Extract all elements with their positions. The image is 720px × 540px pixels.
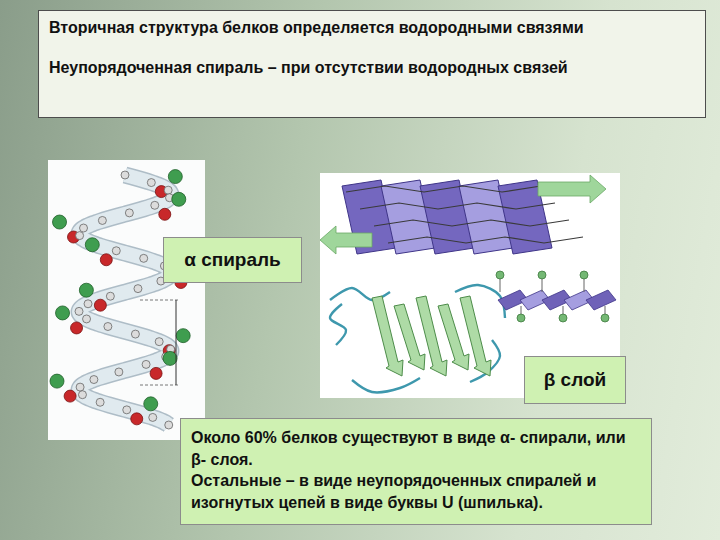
oxygen-atom <box>64 390 76 402</box>
title-text: Вторичная структура белков определяется … <box>49 17 695 39</box>
side-chain-atom <box>172 192 186 206</box>
backbone-atom <box>90 376 98 384</box>
backbone-atom <box>84 300 92 308</box>
backbone-atom <box>134 285 142 293</box>
callout-label: α спираль <box>184 247 281 273</box>
oxygen-atom <box>100 254 112 266</box>
backbone-atom <box>147 179 155 187</box>
side-chain-atom <box>50 374 64 388</box>
callout-label: β слой <box>544 367 607 393</box>
beta-strand-side-view <box>496 271 616 322</box>
side-chain-atom <box>580 271 588 279</box>
backbone-atom <box>149 413 157 421</box>
side-chain-atom <box>79 283 93 297</box>
side-chain-atom <box>85 238 99 252</box>
beta-sheet-model <box>320 175 606 254</box>
dimension-bracket <box>140 300 180 385</box>
header-box: Вторичная структура белков определяется … <box>38 10 706 118</box>
backbone-atom <box>104 323 112 331</box>
side-chain-atom <box>176 329 190 343</box>
side-chain-atom <box>53 215 67 229</box>
backbone-atom <box>76 383 84 391</box>
side-chain-atom <box>496 271 504 279</box>
dimension-line <box>140 300 180 301</box>
backbone-atom <box>115 368 123 376</box>
backbone-atom <box>142 360 150 368</box>
loop-ribbon <box>352 378 420 392</box>
oxygen-atom <box>159 208 171 220</box>
oxygen-atom <box>94 299 106 311</box>
side-chain-atom <box>517 314 525 322</box>
backbone-chain <box>360 203 555 209</box>
label-box: α спираль <box>163 237 302 283</box>
text-box: Около 60% белков существуют в виде α- сп… <box>180 418 652 525</box>
body-text: Около 60% белков существуют в виде α- сп… <box>191 427 641 470</box>
side-chain-atom <box>601 314 609 322</box>
backbone-atom <box>78 391 86 399</box>
backbone-atom <box>164 186 172 194</box>
backbone-atom <box>125 209 133 217</box>
dimension-line <box>176 300 177 385</box>
note-text: Неупорядоченная спираль – при отсутствии… <box>49 57 695 79</box>
backbone-atom <box>151 201 159 209</box>
side-chain-atom <box>538 271 546 279</box>
backbone-atom <box>98 216 106 224</box>
label-box: β слой <box>524 356 626 404</box>
backbone-atom <box>76 232 84 240</box>
side-chain-atom <box>559 314 567 322</box>
backbone-atom <box>123 406 131 414</box>
backbone-atom <box>131 330 139 338</box>
side-chain-atom <box>56 306 70 320</box>
backbone-atom <box>83 315 91 323</box>
protein-ribbon <box>330 285 505 393</box>
backbone-atom <box>75 307 83 315</box>
dimension-line <box>140 385 180 386</box>
loop-ribbon <box>330 304 346 345</box>
backbone-atom <box>155 338 163 346</box>
oxygen-atom <box>71 322 83 334</box>
backbone-atom <box>80 224 88 232</box>
backbone-atom <box>121 171 129 179</box>
side-chain-atom <box>144 397 158 411</box>
backbone-atom <box>165 421 173 429</box>
body-text: Остальные – в виде неупорядоченных спира… <box>191 470 641 513</box>
sheet-pleat <box>586 290 616 310</box>
backbone-atom <box>106 292 114 300</box>
backbone-atom <box>112 247 120 255</box>
direction-arrow <box>538 175 606 203</box>
beta-strand <box>460 296 491 376</box>
helix-panel <box>48 160 205 440</box>
side-chain-atom <box>163 351 177 365</box>
oxygen-atom <box>150 367 162 379</box>
backbone-chain <box>388 237 583 243</box>
side-chain-atom <box>168 170 182 184</box>
backbone-atom <box>140 254 148 262</box>
oxygen-atom <box>131 413 143 425</box>
backbone-chain <box>346 186 541 192</box>
alpha-helix-model <box>50 170 202 429</box>
direction-arrow <box>320 226 372 254</box>
backbone-chain <box>374 220 569 226</box>
backbone-atom <box>96 398 104 406</box>
